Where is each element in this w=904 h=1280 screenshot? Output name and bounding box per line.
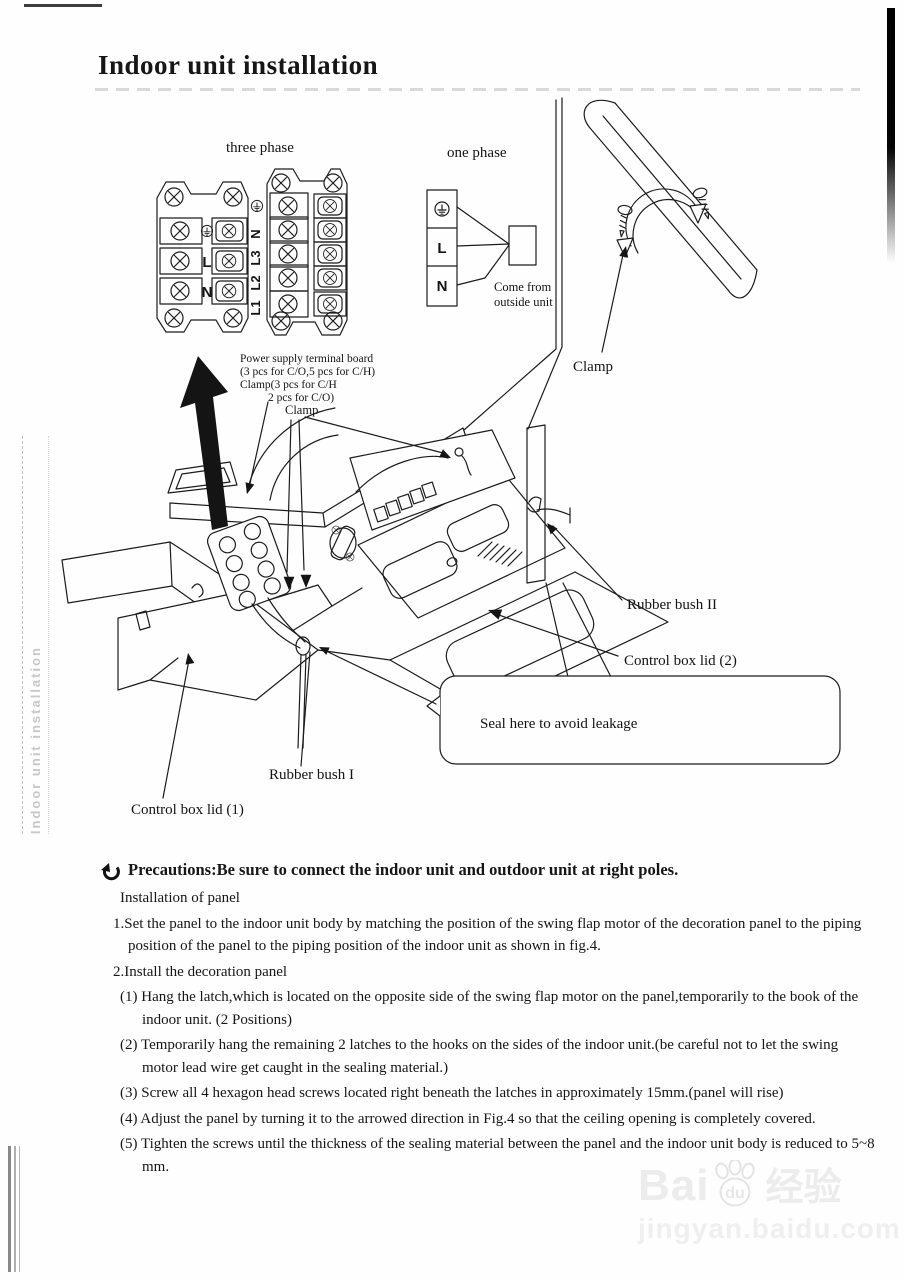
control-box-lid-2-label: Control box lid (2) (624, 653, 737, 669)
substep-3: (3) Screw all 4 hexagon head screws loca… (120, 1085, 784, 1101)
rubber-bush-2 (527, 496, 542, 513)
three-phase-label: three phase (226, 140, 294, 156)
step-2: 2.Install the decoration panel (113, 963, 288, 980)
terminal-label-l1: L1 (248, 300, 263, 315)
one-phase-terminal-board: L N (426, 189, 537, 307)
substep-2: (2) Temporarily hang the remaining 2 lat… (120, 1037, 839, 1076)
round-connector (329, 525, 357, 562)
scan-artifact-title-underline (95, 88, 860, 91)
clamp-screw-left (617, 204, 633, 238)
baidu-logo: Bai du 经验 (638, 1160, 900, 1208)
power-note-line4: 2 pcs for C/O) (268, 392, 334, 404)
seal-note-label: Seal here to avoid leakage (480, 716, 638, 732)
power-terminal-block (206, 515, 292, 612)
power-note-line3: Clamp(3 pcs for C/H (240, 379, 337, 391)
connector-squares (373, 481, 437, 523)
come-from-label-line2: outside unit (494, 295, 553, 309)
substep-5: (5) Tighten the screws until the thickne… (120, 1136, 875, 1175)
terminal-label-n: N (202, 284, 213, 301)
baidu-watermark-url: jingyan.baidu.com (638, 1213, 901, 1244)
seal-callout (317, 582, 841, 765)
substep-4: (4) Adjust the panel by turning it to th… (120, 1110, 816, 1127)
clamp-pipe-label: Clamp (573, 359, 613, 375)
clamp-screw-right (692, 187, 710, 220)
side-tab: Indoor unit installation (22, 436, 49, 834)
page-title: Indoor unit installation (98, 50, 379, 80)
precautions-section: Precautions:Be sure to connect the indoo… (100, 858, 875, 1178)
power-note-line2: (3 pcs for C/O,5 pcs for C/H) (240, 366, 375, 378)
scan-artifact-bottom-streaks (6, 1146, 28, 1272)
precautions-heading-row: Precautions:Be sure to connect the indoo… (100, 858, 875, 882)
rubber-bush-2-label: Rubber bush II (627, 597, 717, 613)
rubber-bush-1-label: Rubber bush I (269, 767, 354, 783)
callout-leaders (162, 525, 623, 799)
one-phase-label: one phase (447, 145, 507, 161)
precautions-heading: Precautions:Be sure to connect the indoo… (128, 860, 679, 879)
one-phase-l: L (437, 240, 446, 257)
three-phase-terminal-board-right: N L3 L2 L1 (248, 168, 348, 336)
indoor-unit-drawing (61, 97, 669, 749)
power-note-line1: Power supply terminal board (240, 353, 373, 365)
scan-artifact-binding-bar (887, 8, 895, 263)
scan-artifact-top-dash (24, 4, 102, 7)
vent-grille (477, 541, 523, 567)
terminal-label-l2: L2 (248, 275, 263, 290)
three-phase-terminal-board-left: L N (156, 181, 249, 333)
control-box-top-panel (349, 429, 516, 531)
control-box-lid-1-label: Control box lid (1) (131, 802, 244, 818)
one-phase-n: N (437, 278, 448, 295)
terminal-label-n2: N (248, 229, 263, 238)
pipe-clamp-detail (583, 99, 758, 353)
baidu-paw-icon: du (715, 1160, 756, 1207)
baidu-logo-text-cn: 经验 (765, 1167, 842, 1209)
substep-1: (1) Hang the latch,which is located on t… (120, 989, 859, 1028)
step-1: 1.Set the panel to the indoor unit body … (113, 915, 862, 955)
installation-subheading: Installation of panel (120, 890, 240, 906)
terminal-label-l3: L3 (248, 250, 263, 265)
terminal-label-l: L (202, 254, 211, 271)
baidu-logo-text-bai: Bai (638, 1161, 710, 1210)
installation-diagram: L N N L3 L2 L1 (61, 97, 841, 818)
baidu-watermark: Bai du 经验 jingyan.baidu.com (638, 1160, 900, 1244)
clamp-inner-label: Clamp (285, 403, 318, 417)
rotate-arrow-icon (101, 863, 120, 881)
come-from-label-line1: Come from (494, 280, 552, 294)
rubber-bush-1 (295, 636, 311, 656)
big-arrow (180, 356, 228, 530)
outside-unit-box (508, 225, 537, 266)
baidu-logo-text-du: du (726, 1185, 746, 1202)
